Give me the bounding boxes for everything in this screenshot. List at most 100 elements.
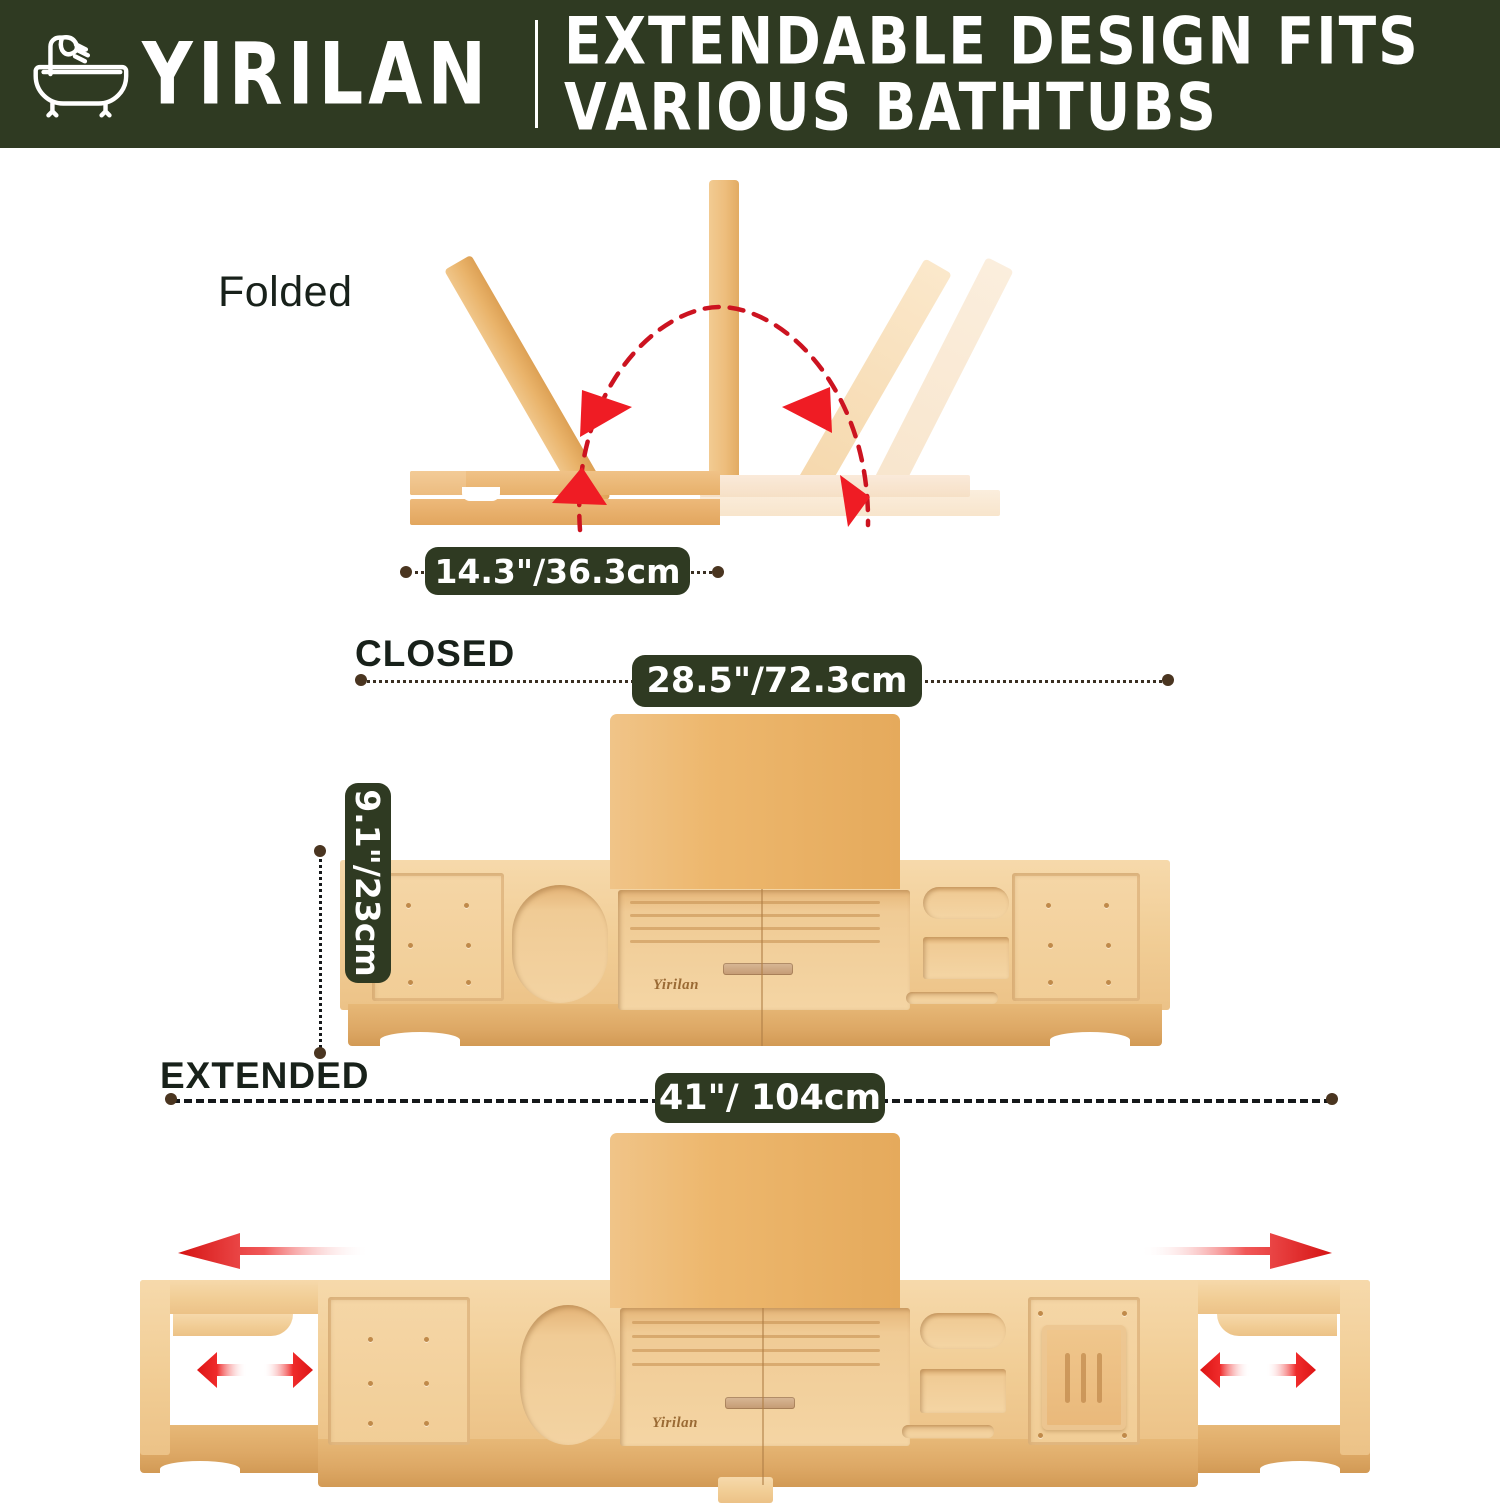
extended-right-side-post <box>1340 1280 1370 1455</box>
extended-brand-engraving: Yirilan <box>652 1415 699 1431</box>
extended-left-gap-curve <box>173 1314 293 1336</box>
extended-foot-notch-left <box>160 1461 240 1477</box>
closed-hole-l3 <box>408 943 413 948</box>
closed-tray-front-edge <box>348 1004 1162 1046</box>
extended-hole-r3 <box>1038 1433 1043 1438</box>
groove-line <box>632 1335 880 1338</box>
extended-wine-glass-slot <box>920 1313 1006 1349</box>
extended-dim-dot-right <box>1326 1093 1338 1105</box>
closed-wine-glass-slot <box>923 887 1009 919</box>
extended-center-hinge-plate <box>725 1397 795 1409</box>
groove-line <box>632 1321 880 1324</box>
groove-line <box>630 901 880 904</box>
extended-hole-r2 <box>1122 1311 1127 1316</box>
closed-center-panel <box>618 890 910 1010</box>
closed-phone-slot <box>923 937 1009 979</box>
extended-left-wing-tray <box>328 1297 470 1445</box>
extended-hole-l1 <box>368 1337 373 1342</box>
closed-hole-r6 <box>1106 980 1111 985</box>
folded-label: Folded <box>218 268 353 316</box>
extended-center-panel <box>620 1308 910 1446</box>
closed-center-hinge-plate <box>723 963 793 975</box>
header-banner: YIRILAN EXTENDABLE DESIGN FITS VARIOUS B… <box>0 0 1500 148</box>
extended-oval-recess <box>520 1305 616 1445</box>
soap-drain-slot-3 <box>1097 1353 1102 1403</box>
closed-hole-l2 <box>464 903 469 908</box>
closed-hole-r4 <box>1106 943 1111 948</box>
closed-hole-l6 <box>466 980 471 985</box>
closed-foot-notch-left <box>380 1032 460 1048</box>
base-notch-gap <box>462 487 500 501</box>
closed-depth-badge: 9.1"/23cm <box>345 783 391 983</box>
closed-hole-l5 <box>408 980 413 985</box>
closed-dim-dot-right <box>1162 674 1174 686</box>
slide-arrows-right <box>1200 1352 1316 1388</box>
closed-tray: Yirilan <box>340 705 1170 1060</box>
header-divider <box>535 20 538 128</box>
headline: EXTENDABLE DESIGN FITS VARIOUS BATHTUBS <box>564 8 1420 140</box>
groove-line <box>630 914 880 917</box>
closed-label: CLOSED <box>355 633 516 674</box>
closed-foot-notch-right <box>1050 1032 1130 1048</box>
extended-hole-r1 <box>1038 1311 1043 1316</box>
closed-center-grooves <box>630 901 898 961</box>
headline-line-2: VARIOUS BATHTUBS <box>564 69 1218 145</box>
closed-hole-r2 <box>1104 903 1109 908</box>
folded-dim-dot-left <box>400 566 412 578</box>
groove-line <box>632 1349 880 1352</box>
closed-right-wing-tray <box>1012 873 1140 1001</box>
extended-center-drop-tab <box>718 1477 773 1503</box>
depth-dim-line <box>319 848 322 1053</box>
extended-hole-l3 <box>368 1381 373 1386</box>
extended-dim-dot-left <box>165 1093 177 1105</box>
extended-hole-r4 <box>1122 1433 1127 1438</box>
closed-hole-r5 <box>1048 980 1053 985</box>
extended-right-gap-curve <box>1217 1314 1337 1336</box>
closed-hole-l4 <box>466 943 471 948</box>
base-plank-lower <box>410 499 720 525</box>
closed-hole-r3 <box>1048 943 1053 948</box>
depth-dim-dot-top <box>314 845 326 857</box>
depth-dim-dot-bottom <box>314 1047 326 1059</box>
base-plank-ghost-lower <box>700 475 970 497</box>
slide-arrows-left <box>197 1352 313 1388</box>
leg-center <box>709 180 739 505</box>
extended-left-side-post <box>140 1280 170 1455</box>
extended-width-badge: 41"/ 104cm <box>655 1073 885 1123</box>
closed-book-stand <box>610 714 900 889</box>
base-notch-upper <box>410 471 466 495</box>
extended-pen-groove <box>902 1425 994 1438</box>
extended-book-stand <box>610 1133 900 1308</box>
folded-diagram <box>370 175 1030 545</box>
folded-dim-dot-right <box>712 566 724 578</box>
closed-oval-recess <box>512 885 608 1003</box>
extended-center-grooves <box>632 1321 898 1381</box>
closed-pen-groove <box>906 992 998 1004</box>
closed-brand-engraving: Yirilan <box>653 977 700 993</box>
groove-line <box>630 940 880 943</box>
extended-tray: Yirilan <box>140 1125 1370 1503</box>
extended-hole-l6 <box>424 1421 429 1426</box>
bathtub-shower-icon <box>18 15 136 133</box>
closed-hole-l1 <box>406 903 411 908</box>
extended-hole-l4 <box>424 1381 429 1386</box>
closed-width-badge: 28.5"/72.3cm <box>632 655 922 707</box>
groove-line <box>632 1363 880 1366</box>
logo-block: YIRILAN <box>0 0 535 148</box>
extended-hole-l2 <box>424 1337 429 1342</box>
closed-left-wing-tray <box>372 873 504 1001</box>
extended-foot-notch-right <box>1260 1461 1340 1477</box>
extended-phone-slot <box>920 1369 1006 1413</box>
headline-line-1: EXTENDABLE DESIGN FITS <box>564 3 1420 79</box>
extended-hole-l5 <box>368 1421 373 1426</box>
closed-hole-r1 <box>1046 903 1051 908</box>
extended-center-seam <box>762 1280 764 1485</box>
extended-label: EXTENDED <box>160 1055 370 1096</box>
groove-line <box>630 927 880 930</box>
closed-dim-dot-left <box>355 674 367 686</box>
extend-arrow-right <box>1140 1233 1332 1269</box>
extend-arrow-left <box>178 1233 370 1269</box>
folded-dimension-badge: 14.3"/36.3cm <box>425 547 690 595</box>
brand-name: YIRILAN <box>142 23 492 125</box>
soap-drain-slot-2 <box>1081 1353 1086 1403</box>
